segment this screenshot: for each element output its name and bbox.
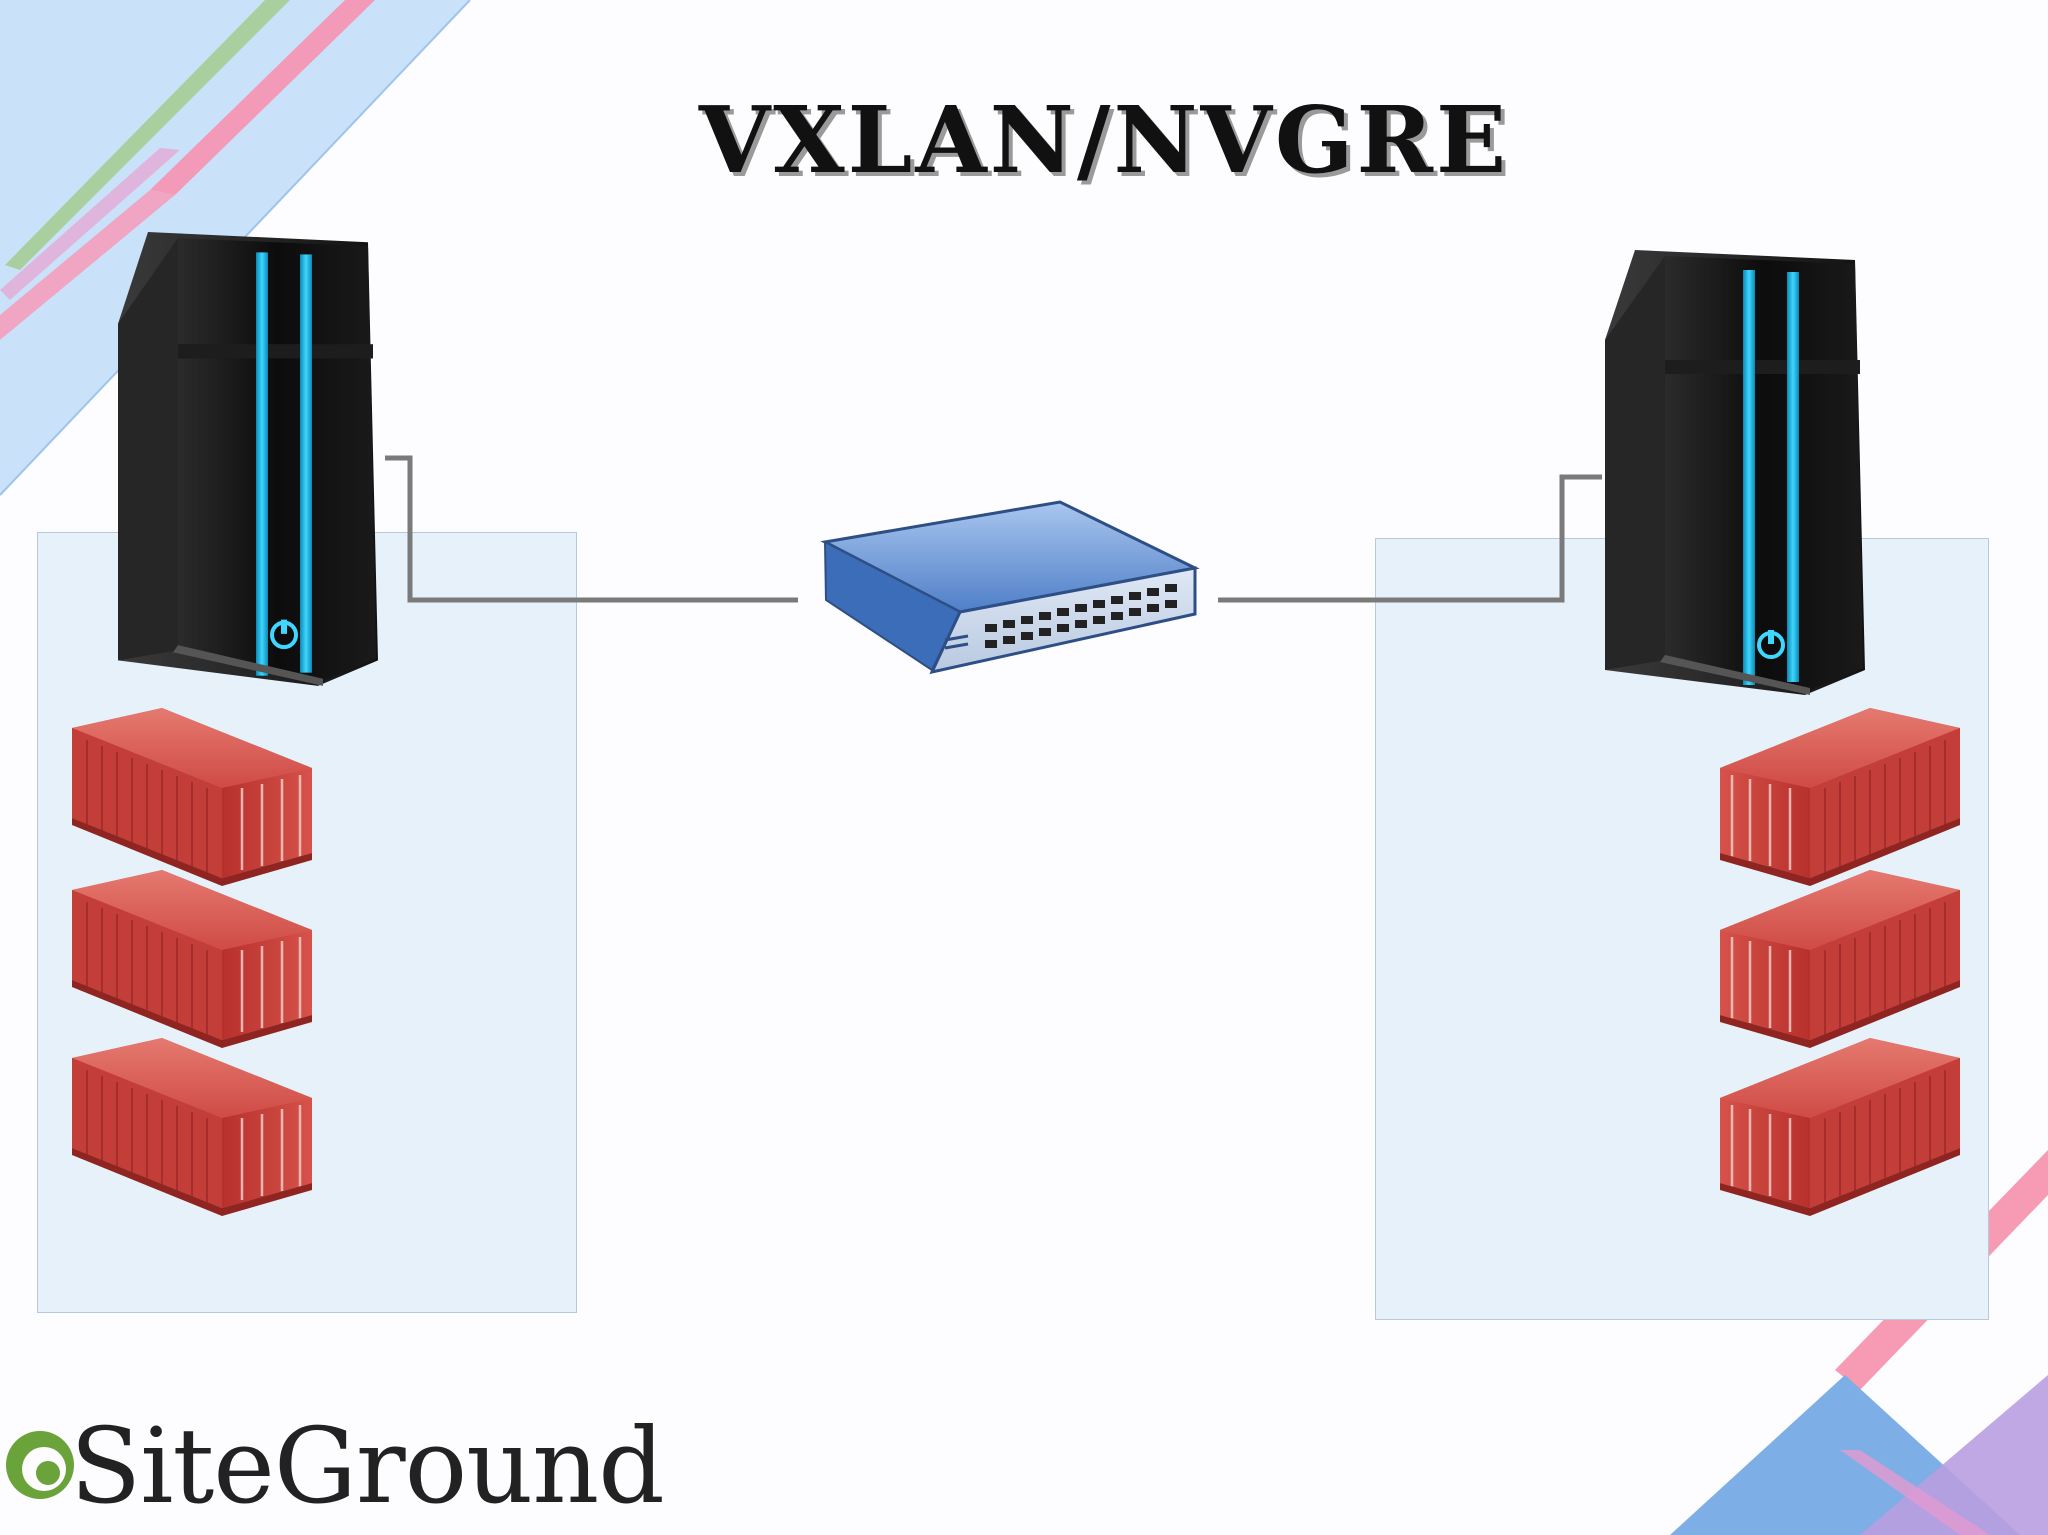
slide-title: VXLAN/NVGRE <box>698 86 1510 194</box>
container-left-2 <box>70 868 314 1050</box>
container-right-2 <box>1718 868 1962 1050</box>
link-left-server-to-switch <box>385 455 798 603</box>
link-switch-to-right-server <box>1218 474 1602 603</box>
magenta-stripe-bottom-right <box>1840 1450 1990 1535</box>
server-right-icon <box>1603 248 1867 697</box>
container-left-1 <box>70 706 314 888</box>
magenta-stripe <box>0 148 180 300</box>
container-right-1 <box>1718 706 1962 888</box>
container-right-3 <box>1718 1036 1962 1218</box>
container-left-3 <box>70 1036 314 1218</box>
pink-stripe-mid <box>0 190 175 340</box>
switch-icon <box>820 500 1200 675</box>
green-stripe <box>5 0 290 270</box>
pink-stripe-top <box>150 0 375 195</box>
siteground-logo-icon <box>6 1431 74 1499</box>
server-left-icon <box>118 232 378 686</box>
brand-wordmark: SiteGround <box>70 1405 665 1527</box>
